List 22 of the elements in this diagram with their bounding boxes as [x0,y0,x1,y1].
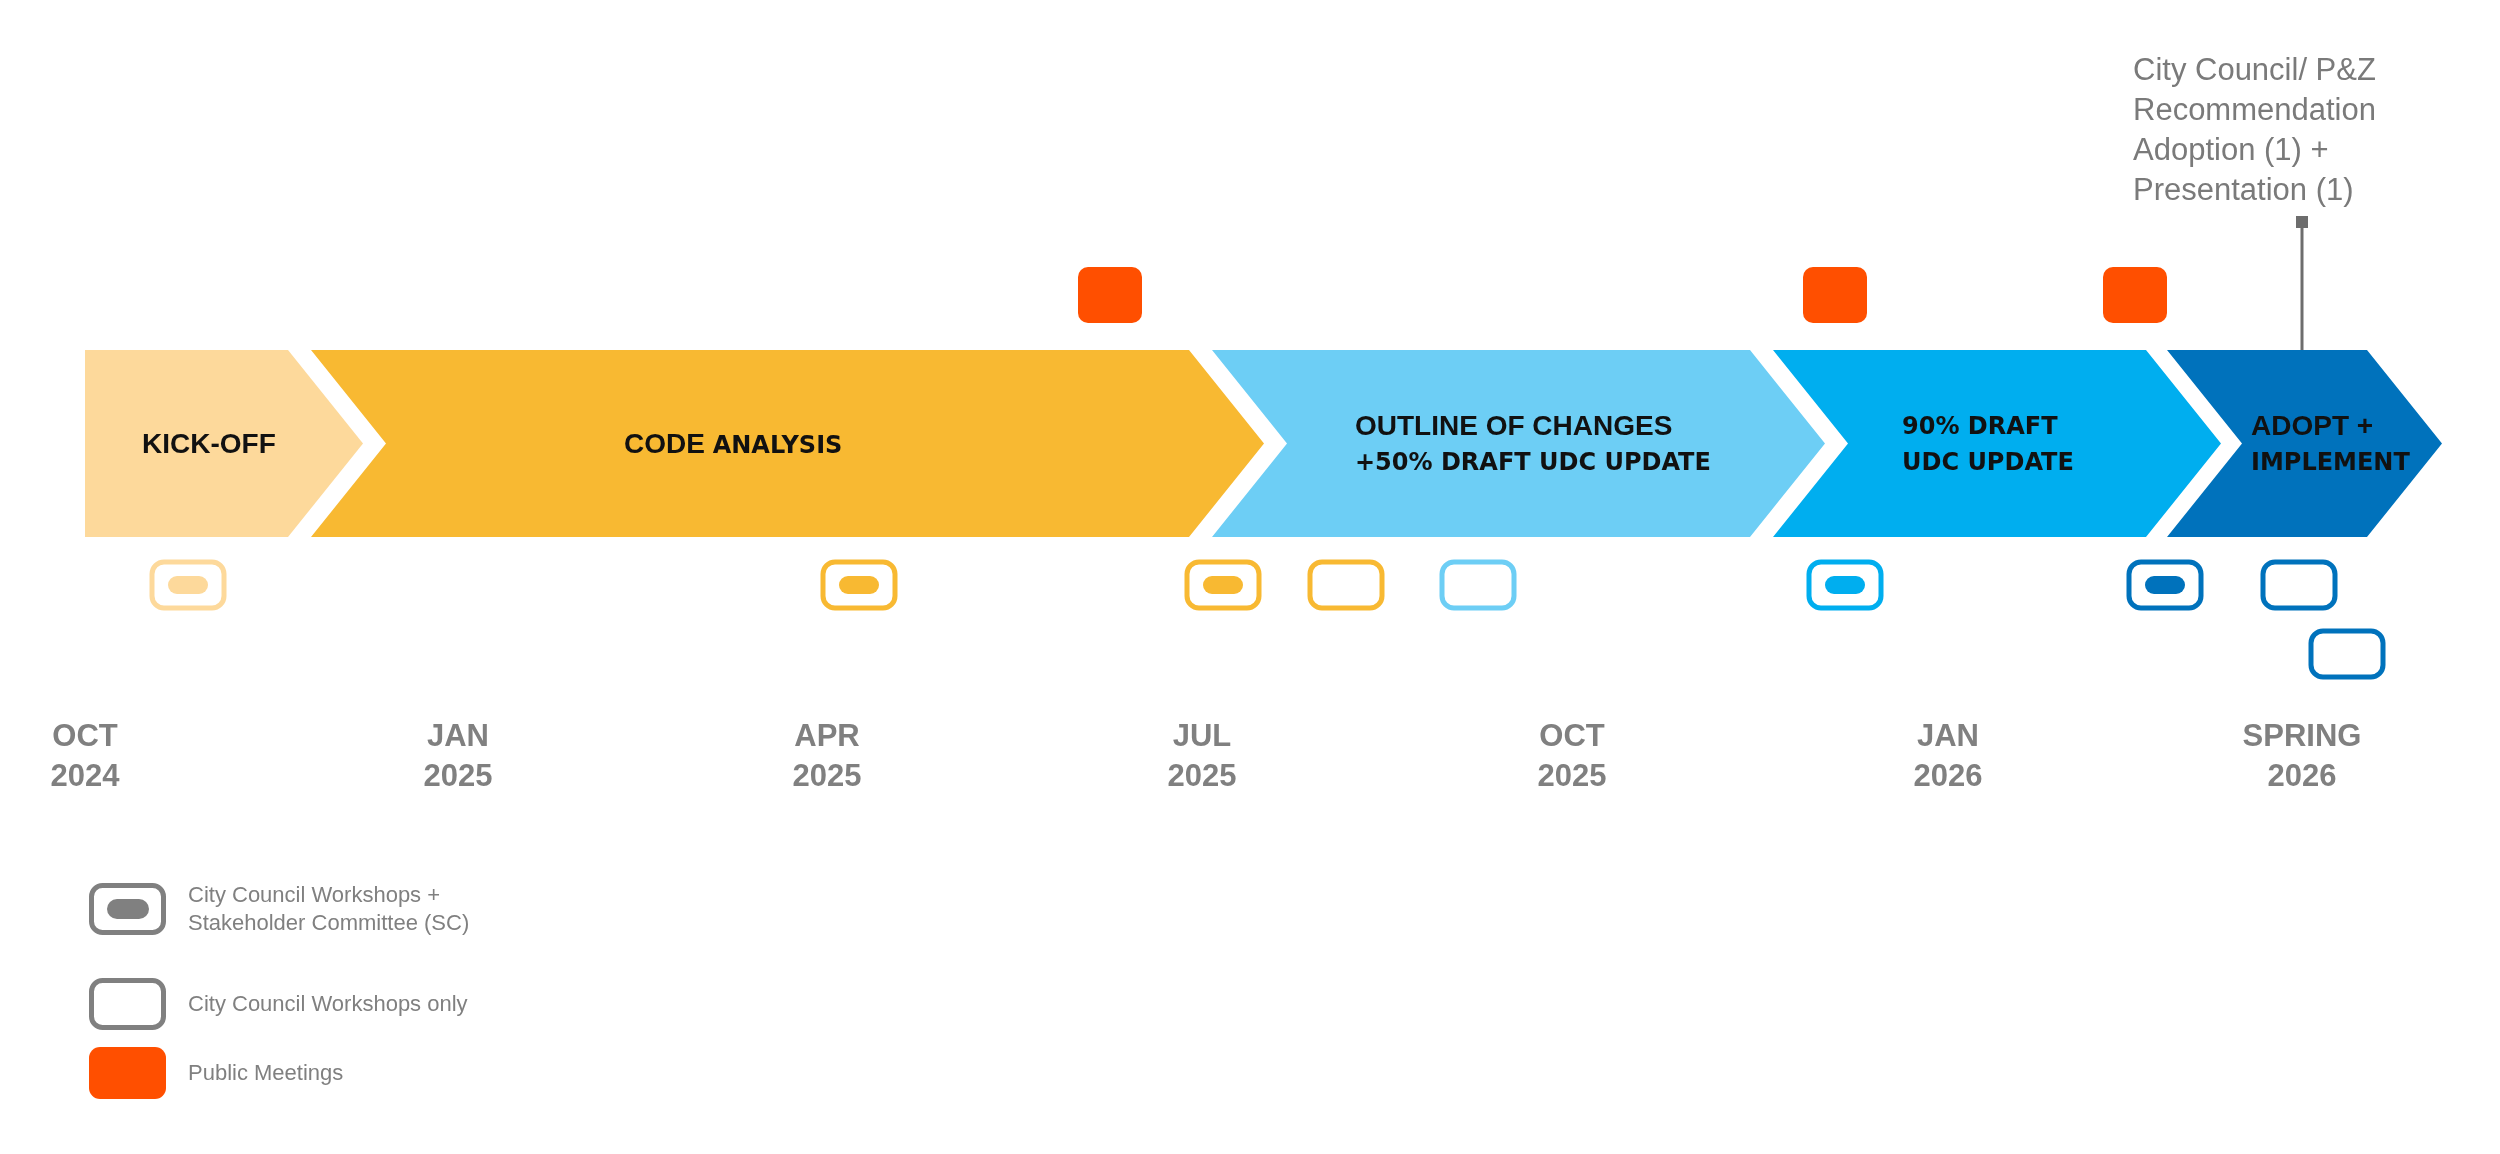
legend-text: City Council Workshops + Stakeholder Committee (SC) [188,881,471,937]
phase-label: KICK-OFF [142,426,276,461]
phase-label: OUTLINE OF CHANGES +50% DRAFT UDC UPDATE [1355,408,1711,478]
callout-note: City Council/ P&Z Recommendation Adoption (1) + Presentation (1) [2133,51,2377,209]
axis-label: SPRING 2026 [2242,717,2362,795]
axis-label: OCT 2024 [50,717,120,795]
axis-label: OCT 2025 [1537,717,1607,795]
axis-label: JAN 2025 [423,717,493,795]
legend-text: City Council Workshops only [188,990,469,1018]
phase-label: 90% DRAFT UDC UPDATE [1902,410,2075,478]
phase-block [1212,350,1825,537]
phase-block [311,350,1264,537]
phase-label: CODE ANALYSIS [624,426,843,460]
axis-label: APR 2025 [792,717,862,795]
phase-block [1773,350,2221,537]
phase-block [85,350,363,537]
legend-text: Public Meetings [188,1059,345,1087]
phase-label: ADOPT + IMPLEMENT [2251,408,2410,478]
axis-label: JAN 2026 [1913,717,1983,795]
axis-label: JUL 2025 [1167,717,1237,795]
leader-line [2296,216,2308,350]
phase-block [2167,350,2442,537]
